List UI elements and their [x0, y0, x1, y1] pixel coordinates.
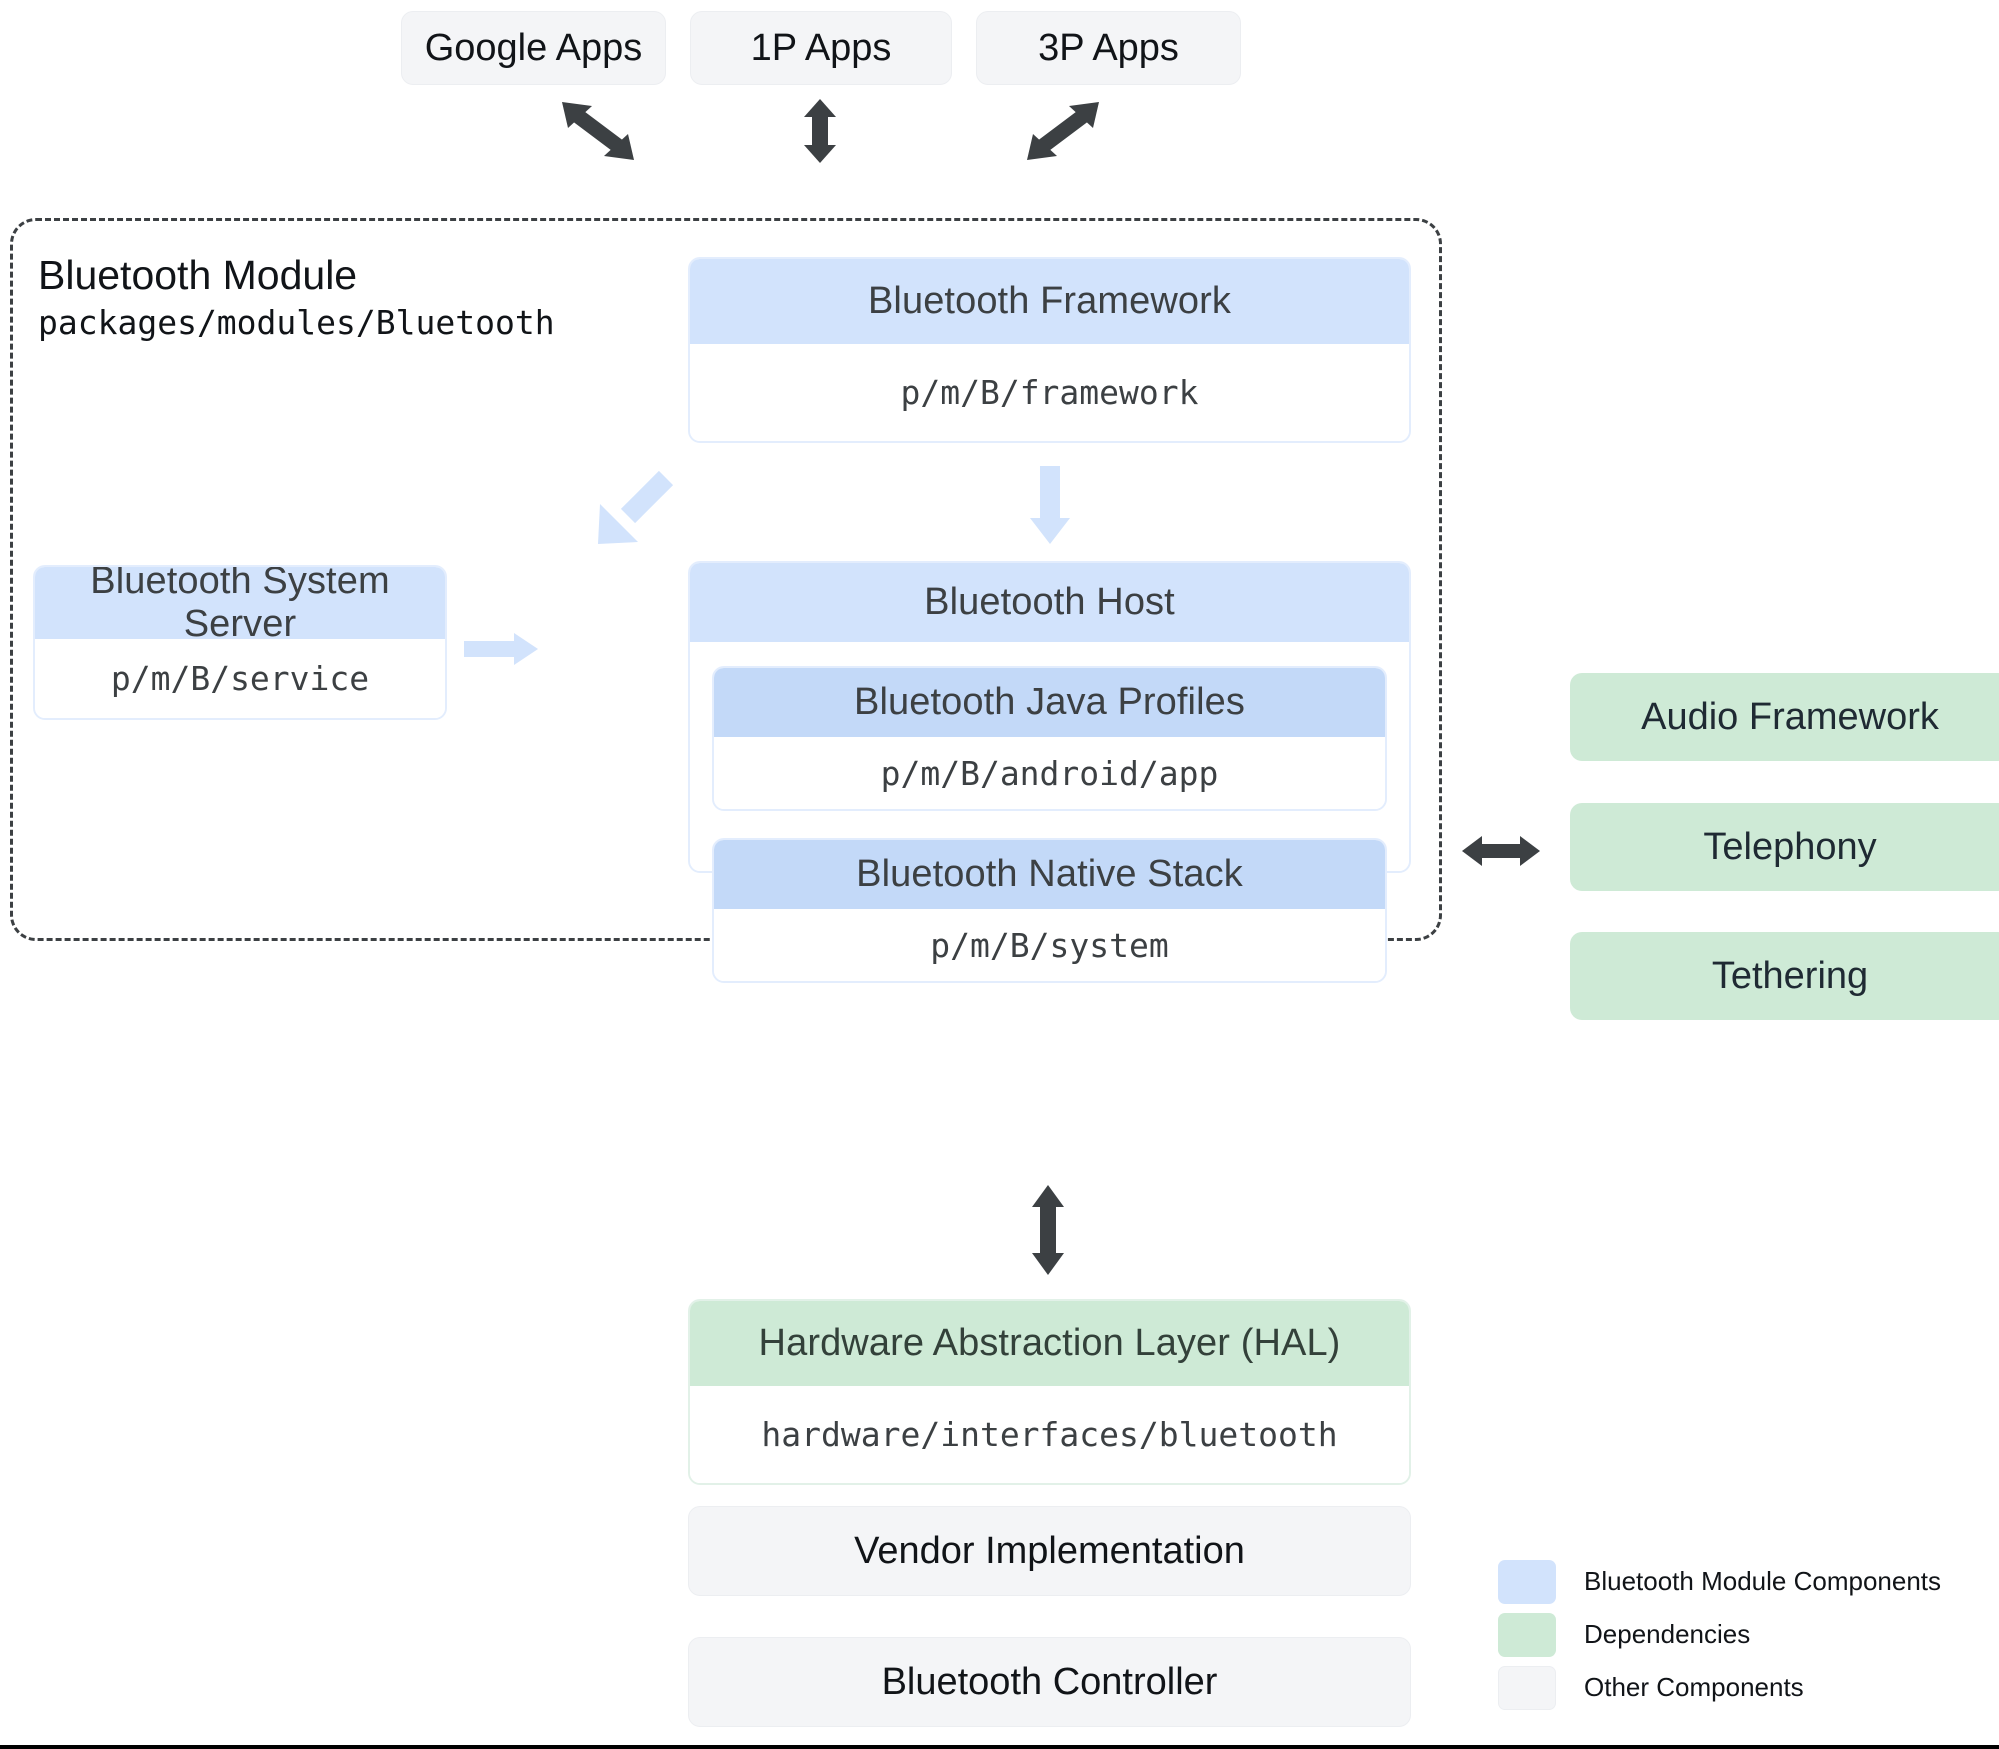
card-title: Bluetooth System Server: [35, 567, 445, 645]
legend-row: Bluetooth Module Components: [1498, 1555, 1968, 1608]
card-title: Bluetooth Framework: [690, 259, 1409, 344]
arrow-1p-apps-to-framework: [802, 99, 838, 163]
dependency-box-audio-framework[interactable]: Audio Framework: [1570, 673, 1999, 761]
card-bluetooth-native-stack[interactable]: Bluetooth Native Stack p/m/B/system: [712, 838, 1387, 983]
box-vendor-implementation[interactable]: Vendor Implementation: [688, 1506, 1411, 1596]
dependency-box-telephony[interactable]: Telephony: [1570, 803, 1999, 891]
card-path: p/m/B/service: [35, 639, 445, 718]
arrow-3p-apps-to-framework: [1023, 100, 1103, 162]
app-box-google-apps[interactable]: Google Apps: [401, 11, 666, 85]
app-box-1p-apps[interactable]: 1P Apps: [690, 11, 952, 85]
arrow-google-apps-to-framework: [558, 100, 638, 162]
card-hardware-abstraction-layer[interactable]: Hardware Abstraction Layer (HAL) hardwar…: [688, 1299, 1411, 1485]
legend-row: Dependencies: [1498, 1608, 1968, 1661]
legend: Bluetooth Module Components Dependencies…: [1498, 1555, 1968, 1714]
card-title: Bluetooth Java Profiles: [714, 668, 1385, 737]
card-bluetooth-java-profiles[interactable]: Bluetooth Java Profiles p/m/B/android/ap…: [712, 666, 1387, 811]
dependency-label: Tethering: [1711, 954, 1869, 997]
bluetooth-module-subtitle: packages/modules/Bluetooth: [38, 303, 555, 342]
card-title: Bluetooth Native Stack: [714, 840, 1385, 909]
app-box-label: 3P Apps: [1038, 26, 1179, 69]
bluetooth-module-title: Bluetooth Module: [38, 252, 358, 298]
box-bluetooth-controller[interactable]: Bluetooth Controller: [688, 1637, 1411, 1727]
arrow-system-server-to-host: [464, 631, 538, 667]
legend-label: Bluetooth Module Components: [1584, 1566, 1942, 1596]
legend-swatch-module: [1498, 1559, 1556, 1604]
legend-label: Other Components: [1584, 1672, 1804, 1702]
dependency-label: Telephony: [1703, 825, 1877, 868]
app-box-label: Google Apps: [424, 26, 643, 69]
legend-row: Other Components: [1498, 1661, 1968, 1714]
legend-swatch-other: [1498, 1665, 1556, 1710]
app-box-label: 1P Apps: [750, 26, 892, 69]
box-label: Bluetooth Controller: [881, 1660, 1218, 1703]
legend-swatch-dependencies: [1498, 1612, 1556, 1657]
app-box-3p-apps[interactable]: 3P Apps: [976, 11, 1241, 85]
arrow-framework-to-host: [1029, 466, 1071, 544]
card-bluetooth-system-server[interactable]: Bluetooth System Server p/m/B/service: [33, 565, 447, 720]
arrow-module-to-hal: [1030, 1185, 1066, 1275]
card-path: hardware/interfaces/bluetooth: [690, 1386, 1409, 1483]
card-path: p/m/B/android/app: [714, 737, 1385, 809]
card-path: p/m/B/framework: [690, 344, 1409, 441]
legend-label: Dependencies: [1584, 1619, 1751, 1649]
dependency-label: Audio Framework: [1641, 695, 1939, 738]
card-title: Bluetooth Host: [690, 563, 1409, 642]
box-label: Vendor Implementation: [854, 1529, 1245, 1572]
dependency-box-tethering[interactable]: Tethering: [1570, 932, 1999, 1020]
arrow-framework-to-system-server: [594, 466, 676, 548]
arrow-host-to-dependencies: [1462, 833, 1540, 869]
bottom-rule: [0, 1745, 1999, 1749]
card-path: p/m/B/system: [714, 909, 1385, 981]
card-title: Hardware Abstraction Layer (HAL): [690, 1301, 1409, 1386]
card-bluetooth-framework[interactable]: Bluetooth Framework p/m/B/framework: [688, 257, 1411, 443]
